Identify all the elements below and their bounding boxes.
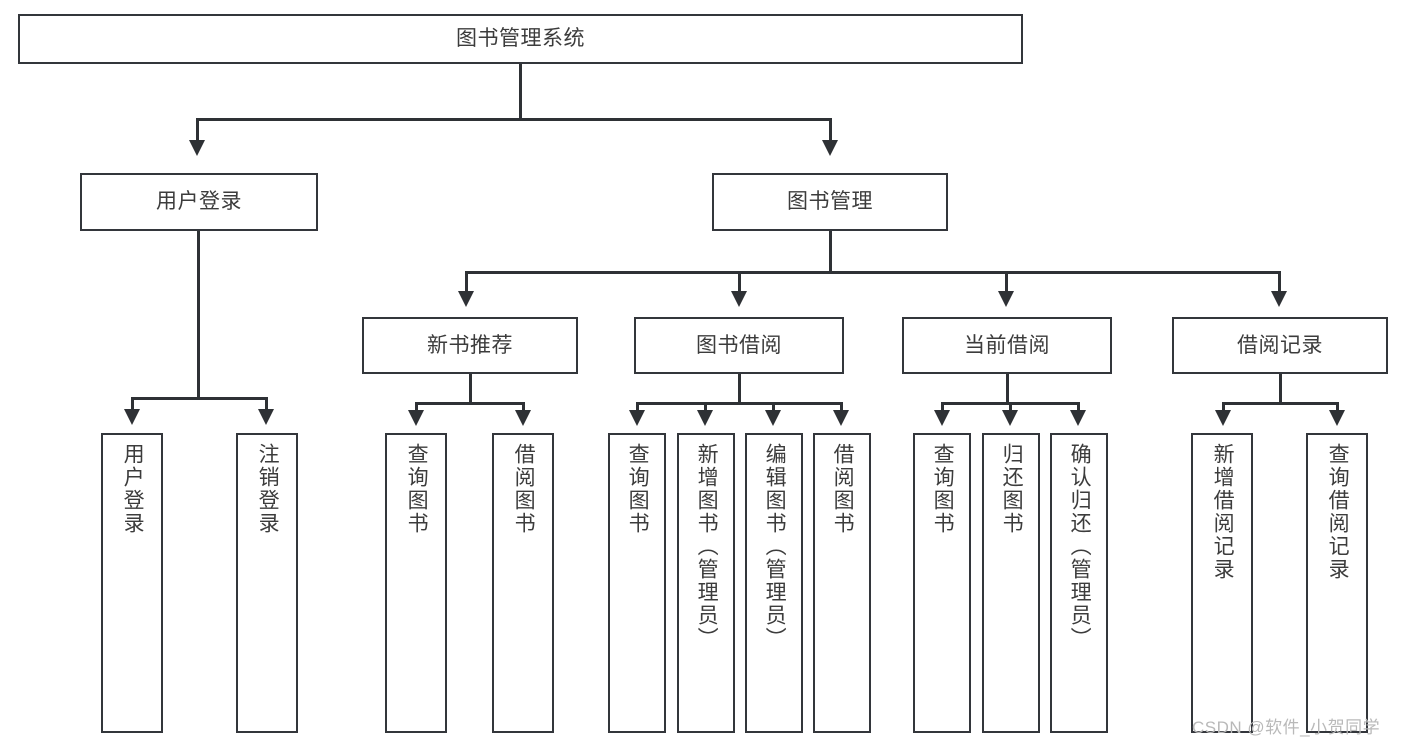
connector-new-books-leaf1 bbox=[415, 402, 418, 414]
arrow-borrow-leaf1 bbox=[629, 410, 645, 426]
leaf-query-books-borrow-label: 查询图书 bbox=[626, 443, 650, 535]
node-user-login-label: 用户登录 bbox=[156, 190, 242, 214]
node-user-login[interactable]: 用户登录 bbox=[80, 173, 318, 231]
connector-records-stem bbox=[1279, 374, 1282, 404]
connector-borrow-leaf4 bbox=[840, 402, 843, 414]
leaf-borrow-books-borrow-label: 借阅图书 bbox=[831, 443, 855, 535]
node-root-label: 图书管理系统 bbox=[456, 27, 585, 51]
leaf-query-borrow-record-label: 查询借阅记录 bbox=[1326, 443, 1350, 581]
arrow-current-leaf1 bbox=[934, 410, 950, 426]
connector-records-leaf1 bbox=[1222, 402, 1225, 414]
leaf-borrow-books-recommend[interactable]: 借阅图书 bbox=[492, 433, 554, 733]
node-book-management-label: 图书管理 bbox=[787, 190, 873, 214]
leaf-user-login[interactable]: 用户登录 bbox=[101, 433, 163, 733]
connector-new-books-stem bbox=[469, 374, 472, 404]
leaf-add-borrow-record-label: 新增借阅记录 bbox=[1211, 443, 1235, 581]
leaf-edit-book-admin[interactable]: 编辑图书（管理员） bbox=[745, 433, 803, 733]
leaf-query-books-current[interactable]: 查询图书 bbox=[913, 433, 971, 733]
leaf-return-books[interactable]: 归还图书 bbox=[982, 433, 1040, 733]
arrow-book-mgmt-to-current bbox=[998, 291, 1014, 307]
arrow-borrow-leaf2 bbox=[697, 410, 713, 426]
arrow-current-leaf3 bbox=[1070, 410, 1086, 426]
connector-current-leaf3 bbox=[1077, 402, 1080, 414]
connector-current-stem bbox=[1006, 374, 1009, 404]
arrow-user-login-leaf2 bbox=[258, 409, 274, 425]
connector-book-mgmt-to-records bbox=[1278, 271, 1281, 295]
arrow-records-leaf2 bbox=[1329, 410, 1345, 426]
arrow-borrow-leaf3 bbox=[765, 410, 781, 426]
node-new-book-recommend-label: 新书推荐 bbox=[427, 333, 513, 357]
arrow-root-to-book-mgmt bbox=[822, 140, 838, 156]
arrow-new-books-leaf2 bbox=[515, 410, 531, 426]
leaf-return-books-label: 归还图书 bbox=[1000, 443, 1024, 535]
leaf-confirm-return-admin[interactable]: 确认归还（管理员） bbox=[1050, 433, 1108, 733]
connector-borrow-leaf1 bbox=[636, 402, 639, 414]
csdn-watermark: CSDN @软件_小贺同学 bbox=[1192, 718, 1381, 737]
connector-user-login-leaf1 bbox=[131, 397, 134, 413]
leaf-query-books-recommend[interactable]: 查询图书 bbox=[385, 433, 447, 733]
connector-book-mgmt-to-current bbox=[1005, 271, 1008, 295]
connector-borrow-leaf2 bbox=[704, 402, 707, 414]
arrow-root-to-user-login bbox=[189, 140, 205, 156]
node-current-borrow-label: 当前借阅 bbox=[964, 333, 1050, 357]
leaf-confirm-return-admin-label: 确认归还（管理员） bbox=[1068, 443, 1092, 650]
leaf-borrow-books-recommend-label: 借阅图书 bbox=[512, 443, 536, 535]
connector-records-bus bbox=[1222, 402, 1339, 405]
connector-book-mgmt-to-new-books bbox=[465, 271, 468, 295]
node-book-borrow-label: 图书借阅 bbox=[696, 333, 782, 357]
connector-new-books-leaf2 bbox=[522, 402, 525, 414]
node-new-book-recommend[interactable]: 新书推荐 bbox=[362, 317, 578, 374]
connector-root-to-user-login bbox=[196, 118, 199, 146]
leaf-query-borrow-record[interactable]: 查询借阅记录 bbox=[1306, 433, 1368, 733]
node-borrow-records[interactable]: 借阅记录 bbox=[1172, 317, 1388, 374]
arrow-borrow-leaf4 bbox=[833, 410, 849, 426]
connector-book-mgmt-to-borrow bbox=[738, 271, 741, 295]
leaf-add-book-admin[interactable]: 新增图书（管理员） bbox=[677, 433, 735, 733]
arrow-book-mgmt-to-new-books bbox=[458, 291, 474, 307]
arrow-book-mgmt-to-borrow bbox=[731, 291, 747, 307]
connector-new-books-bus bbox=[415, 402, 525, 405]
connector-borrow-stem bbox=[738, 374, 741, 404]
connector-borrow-bus bbox=[636, 402, 841, 405]
connector-user-login-stem bbox=[197, 231, 200, 399]
node-current-borrow[interactable]: 当前借阅 bbox=[902, 317, 1112, 374]
leaf-query-books-borrow[interactable]: 查询图书 bbox=[608, 433, 666, 733]
leaf-add-borrow-record[interactable]: 新增借阅记录 bbox=[1191, 433, 1253, 733]
leaf-logout-label: 注销登录 bbox=[256, 443, 280, 535]
arrow-user-login-leaf1 bbox=[124, 409, 140, 425]
connector-root-to-book-mgmt bbox=[829, 118, 832, 146]
arrow-records-leaf1 bbox=[1215, 410, 1231, 426]
leaf-query-books-current-label: 查询图书 bbox=[931, 443, 955, 535]
connector-root-bus bbox=[196, 118, 832, 121]
connector-current-leaf1 bbox=[941, 402, 944, 414]
connector-user-login-leaf2 bbox=[265, 397, 268, 413]
node-borrow-records-label: 借阅记录 bbox=[1237, 333, 1323, 357]
arrow-current-leaf2 bbox=[1002, 410, 1018, 426]
leaf-edit-book-admin-label: 编辑图书（管理员） bbox=[763, 443, 787, 650]
connector-records-leaf2 bbox=[1336, 402, 1339, 414]
leaf-logout[interactable]: 注销登录 bbox=[236, 433, 298, 733]
leaf-user-login-label: 用户登录 bbox=[121, 443, 145, 535]
connector-borrow-leaf3 bbox=[772, 402, 775, 414]
leaf-borrow-books-borrow[interactable]: 借阅图书 bbox=[813, 433, 871, 733]
node-book-borrow[interactable]: 图书借阅 bbox=[634, 317, 844, 374]
connector-book-mgmt-stem bbox=[829, 231, 832, 273]
node-root[interactable]: 图书管理系统 bbox=[18, 14, 1023, 64]
arrow-new-books-leaf1 bbox=[408, 410, 424, 426]
leaf-add-book-admin-label: 新增图书（管理员） bbox=[695, 443, 719, 650]
connector-root-stem bbox=[519, 64, 522, 120]
node-book-management[interactable]: 图书管理 bbox=[712, 173, 948, 231]
connector-user-login-bus bbox=[131, 397, 267, 400]
arrow-book-mgmt-to-records bbox=[1271, 291, 1287, 307]
leaf-query-books-recommend-label: 查询图书 bbox=[405, 443, 429, 535]
connector-current-leaf2 bbox=[1009, 402, 1012, 414]
connector-book-mgmt-bus bbox=[465, 271, 1278, 274]
